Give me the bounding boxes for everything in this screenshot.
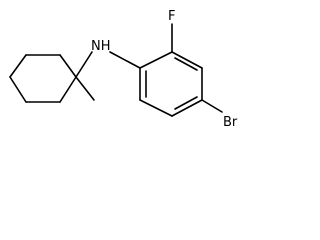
benzene-double-bond-1 [174, 57, 198, 71]
bromine-bond [201, 99, 223, 113]
structure-drawing: NH F Br [9, 9, 238, 130]
cyclohexane-bond-2 [59, 54, 77, 78]
cyclohexane-ring [9, 54, 77, 103]
cyclohexane-bond-6 [9, 54, 27, 78]
amine-nh-label: NH [91, 39, 111, 54]
benzene-double-bond-2 [174, 96, 198, 110]
cyclohexane-bond-5 [9, 76, 27, 103]
benzene-bond-2 [171, 51, 203, 69]
cyclohexyl-nitrogen-bond [75, 51, 93, 78]
methyl-bond [75, 76, 95, 101]
nitrogen-aryl-bond [109, 51, 141, 69]
molecule-canvas: NH F Br [0, 0, 258, 136]
bromine-label: Br [223, 115, 238, 130]
benzene-bond-5 [139, 99, 173, 117]
benzene-bond-1 [139, 51, 173, 69]
cyclohexane-bond-3 [59, 76, 77, 103]
fluorine-label: F [168, 9, 175, 24]
benzene-ring [139, 51, 203, 117]
benzene-bond-4 [171, 99, 203, 117]
